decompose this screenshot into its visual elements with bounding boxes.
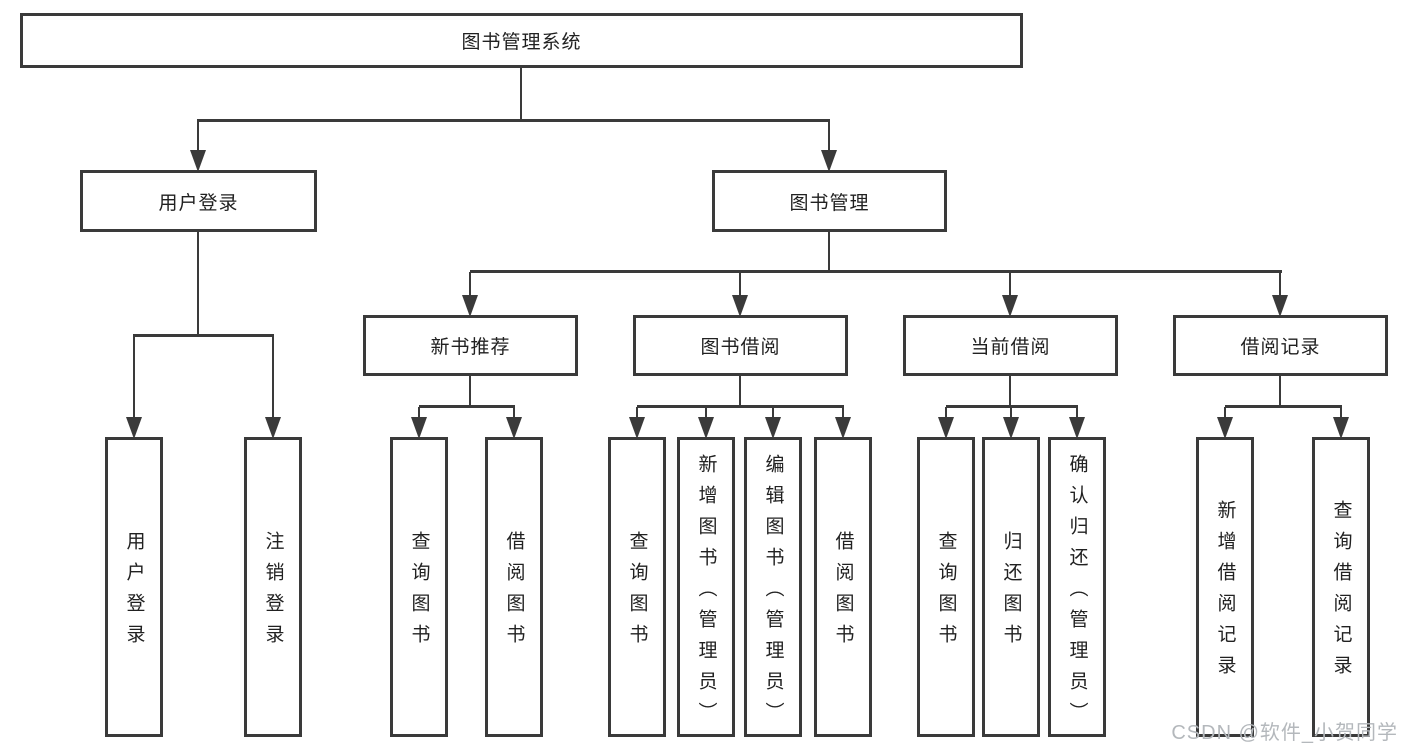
leaf-label: 查询图书 bbox=[408, 531, 430, 655]
arrow-shaft bbox=[417, 407, 421, 419]
arrow-shaft bbox=[132, 336, 136, 419]
leaf-label: 归还图书 bbox=[1000, 531, 1022, 655]
connector-hline bbox=[419, 405, 515, 408]
arrowhead-icon bbox=[1002, 295, 1018, 317]
leaf-add-books-admin: 新增图书（管理员） bbox=[677, 437, 735, 737]
leaf-label: 借阅图书 bbox=[503, 531, 525, 655]
arrow-shaft bbox=[944, 407, 948, 419]
connector-hline bbox=[133, 334, 274, 337]
leaf-query-books-current: 查询图书 bbox=[917, 437, 975, 737]
arrowhead-icon bbox=[462, 295, 478, 317]
arrowhead-icon bbox=[1217, 417, 1233, 439]
connector-vline bbox=[468, 374, 472, 407]
leaf-label: 新增借阅记录 bbox=[1214, 500, 1236, 686]
arrow-shaft bbox=[271, 336, 275, 419]
arrow-shaft bbox=[738, 272, 742, 297]
arrowhead-icon bbox=[698, 417, 714, 439]
arrowhead-icon bbox=[1003, 417, 1019, 439]
arrowhead-icon bbox=[1069, 417, 1085, 439]
arrow-shaft bbox=[1223, 407, 1227, 419]
arrow-shaft bbox=[1339, 407, 1343, 419]
arrowhead-icon bbox=[765, 417, 781, 439]
leaf-borrow-books-recommend: 借阅图书 bbox=[485, 437, 543, 737]
connector-vline bbox=[1278, 374, 1282, 407]
connector-vline bbox=[519, 66, 523, 121]
arrow-shaft bbox=[635, 407, 639, 419]
arrowhead-icon bbox=[506, 417, 522, 439]
arrowhead-icon bbox=[1272, 295, 1288, 317]
leaf-label: 借阅图书 bbox=[832, 531, 854, 655]
arrowhead-icon bbox=[1333, 417, 1349, 439]
node-user-login: 用户登录 bbox=[80, 170, 317, 232]
arrowhead-icon bbox=[835, 417, 851, 439]
node-new-book-recommend: 新书推荐 bbox=[363, 315, 578, 376]
leaf-query-borrow-record: 查询借阅记录 bbox=[1312, 437, 1370, 737]
leaf-label: 确认归还（管理员） bbox=[1066, 453, 1088, 733]
arrow-shaft bbox=[196, 121, 200, 152]
arrow-shaft bbox=[1278, 272, 1282, 297]
arrowhead-icon bbox=[732, 295, 748, 317]
node-book-management-system: 图书管理系统 bbox=[20, 13, 1023, 68]
arrow-shaft bbox=[468, 272, 472, 297]
node-current-borrowing: 当前借阅 bbox=[903, 315, 1118, 376]
arrowhead-icon bbox=[411, 417, 427, 439]
leaf-logout: 注销登录 bbox=[244, 437, 302, 737]
arrow-shaft bbox=[1009, 407, 1013, 419]
arrow-shaft bbox=[704, 407, 708, 419]
leaf-borrow-books: 借阅图书 bbox=[814, 437, 872, 737]
arrow-shaft bbox=[827, 121, 831, 152]
connector-vline bbox=[738, 374, 742, 407]
arrowhead-icon bbox=[190, 150, 206, 172]
connector-vline bbox=[1008, 374, 1012, 407]
arrowhead-icon bbox=[265, 417, 281, 439]
arrow-shaft bbox=[841, 407, 845, 419]
leaf-label: 编辑图书（管理员） bbox=[762, 453, 784, 733]
leaf-query-books-recommend: 查询图书 bbox=[390, 437, 448, 737]
arrowhead-icon bbox=[629, 417, 645, 439]
connector-vline bbox=[196, 230, 200, 336]
connector-vline bbox=[827, 230, 831, 272]
leaf-add-borrow-record: 新增借阅记录 bbox=[1196, 437, 1254, 737]
leaf-label: 查询图书 bbox=[935, 531, 957, 655]
leaf-label: 注销登录 bbox=[262, 531, 284, 655]
leaf-query-books-borrowing: 查询图书 bbox=[608, 437, 666, 737]
connector-hline bbox=[946, 405, 1078, 408]
leaf-label: 新增图书（管理员） bbox=[695, 453, 717, 733]
leaf-label: 查询借阅记录 bbox=[1330, 500, 1352, 686]
node-book-management: 图书管理 bbox=[712, 170, 947, 232]
leaf-edit-books-admin: 编辑图书（管理员） bbox=[744, 437, 802, 737]
leaf-confirm-return-admin: 确认归还（管理员） bbox=[1048, 437, 1106, 737]
connector-hline bbox=[470, 270, 1282, 273]
leaf-label: 用户登录 bbox=[123, 531, 145, 655]
arrowhead-icon bbox=[821, 150, 837, 172]
arrowhead-icon bbox=[126, 417, 142, 439]
connector-hline bbox=[1225, 405, 1342, 408]
node-borrowing-records: 借阅记录 bbox=[1173, 315, 1388, 376]
leaf-label: 查询图书 bbox=[626, 531, 648, 655]
arrow-shaft bbox=[771, 407, 775, 419]
arrowhead-icon bbox=[938, 417, 954, 439]
arrow-shaft bbox=[512, 407, 516, 419]
leaf-return-books: 归还图书 bbox=[982, 437, 1040, 737]
leaf-user-login: 用户登录 bbox=[105, 437, 163, 737]
watermark: CSDN @软件_小贺同学 bbox=[1171, 722, 1398, 744]
arrow-shaft bbox=[1008, 272, 1012, 297]
node-book-borrowing: 图书借阅 bbox=[633, 315, 848, 376]
connector-hline bbox=[197, 119, 830, 122]
arrow-shaft bbox=[1075, 407, 1079, 419]
connector-hline bbox=[637, 405, 844, 408]
